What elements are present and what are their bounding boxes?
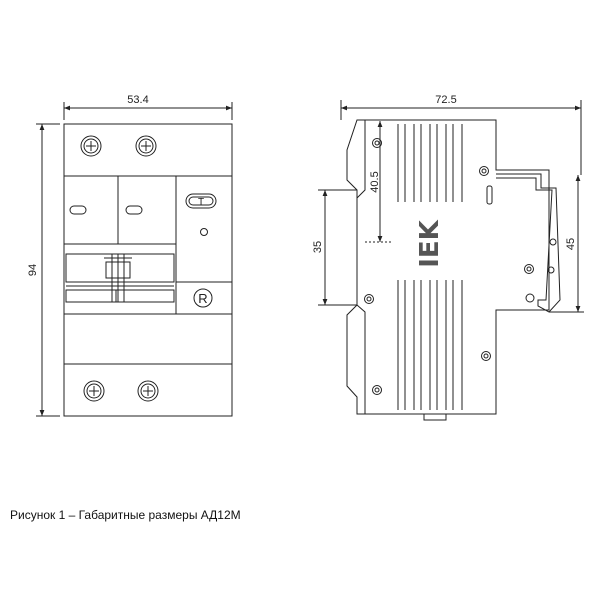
front-body-outline xyxy=(63,123,233,417)
dim-45-label: 45 xyxy=(565,238,577,250)
front-height-dimension xyxy=(36,123,60,417)
test-button[interactable] xyxy=(185,193,217,209)
dim-35-label: 35 xyxy=(312,241,324,253)
bottom-screw-right-icon xyxy=(137,380,159,402)
front-height-label: 94 xyxy=(27,264,39,276)
front-width-label: 53.4 xyxy=(127,94,148,106)
side-body-outline xyxy=(346,119,550,415)
indicator-window-right xyxy=(125,205,143,215)
din-clip xyxy=(496,173,561,313)
side-width-label: 72.5 xyxy=(435,94,456,106)
rivet-icons xyxy=(364,138,557,395)
registered-mark-icon xyxy=(193,288,213,308)
front-view xyxy=(36,102,233,417)
top-screw-left-icon xyxy=(80,135,102,157)
indicator-window-left xyxy=(69,205,87,215)
svg-text:IEK: IEK xyxy=(415,219,445,267)
dim-40-5-label: 40.5 xyxy=(369,171,381,192)
side-view xyxy=(318,100,584,421)
bottom-ribs xyxy=(397,280,463,410)
dim-35 xyxy=(318,189,357,306)
led-indicator-icon xyxy=(200,228,208,236)
iek-logo: IEK xyxy=(392,219,464,268)
toggle-levers[interactable] xyxy=(65,253,175,303)
bottom-screw-left-icon xyxy=(83,380,105,402)
registered-mark-label: R xyxy=(198,291,207,306)
test-button-label: T xyxy=(198,197,204,208)
top-ribs xyxy=(397,124,463,202)
top-screw-right-icon xyxy=(135,135,157,157)
side-width-dimension xyxy=(340,100,582,175)
dim-45 xyxy=(549,175,584,313)
front-width-dimension xyxy=(63,102,233,120)
figure-caption: Рисунок 1 – Габаритные размеры АД12М xyxy=(10,508,241,522)
